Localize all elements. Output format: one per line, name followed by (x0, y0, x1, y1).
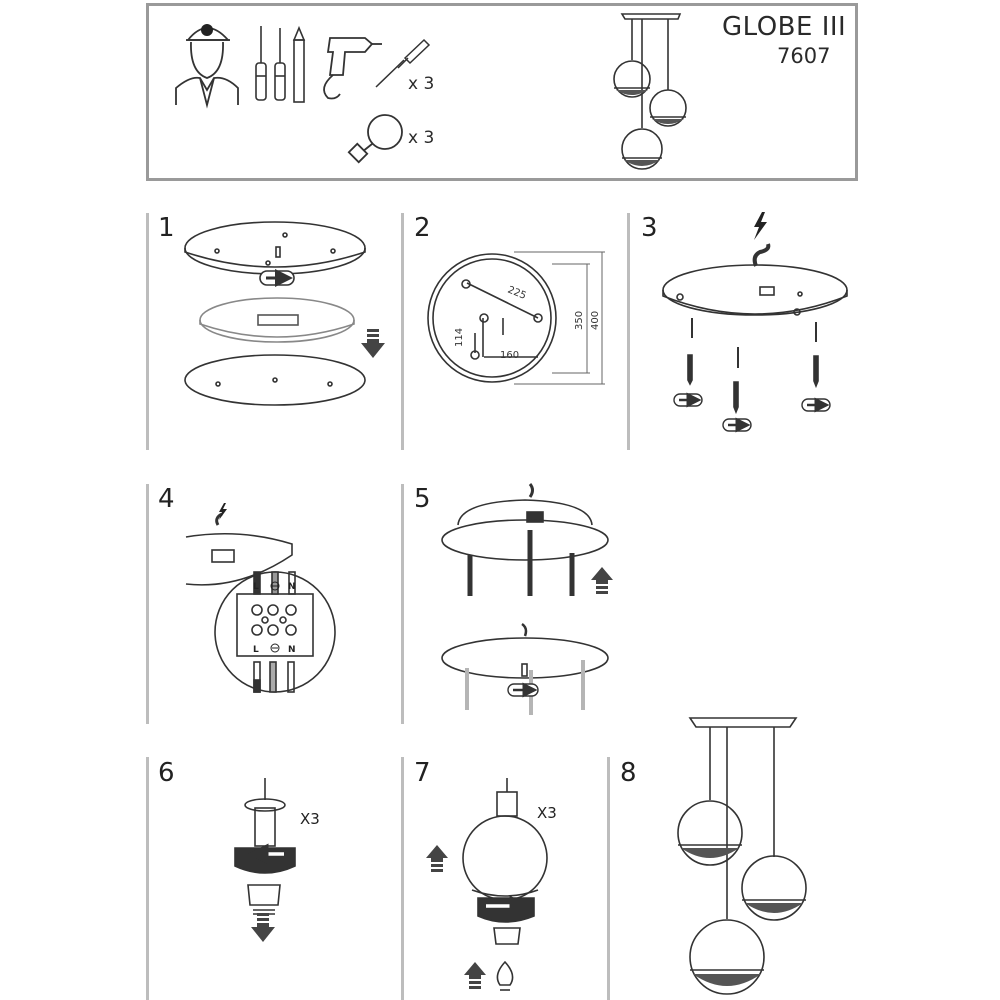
step-divider (627, 213, 630, 450)
step-number-4: 4 (158, 484, 175, 514)
screw-quantity: x 3 (408, 74, 435, 94)
terminal-label-n: N (288, 645, 296, 655)
dimension-350: 350 (574, 311, 585, 330)
up-arrow-icon (426, 845, 448, 872)
step-7-diagram (462, 778, 548, 991)
step-number-1: 1 (158, 213, 175, 243)
down-arrow-icon (251, 913, 275, 942)
step-divider (146, 213, 149, 450)
dimension-225: 225 (506, 285, 528, 302)
terminal-label-n: N (288, 582, 296, 592)
rotate-arrow-icon (722, 417, 752, 433)
light-bulb-icon (347, 114, 403, 164)
terminal-label-l: L (253, 645, 259, 655)
up-arrow-icon (464, 962, 486, 989)
step-divider (401, 484, 404, 724)
step-6-diagram (234, 778, 296, 915)
rotate-arrow-icon (259, 269, 295, 287)
step-1-diagram (184, 221, 366, 406)
product-title: GLOBE III (722, 12, 847, 42)
step-divider (146, 484, 149, 724)
step-2-diagram (427, 251, 605, 385)
step-divider (401, 213, 404, 450)
screwdriver-icon (274, 28, 286, 101)
electrician-icon (175, 24, 239, 109)
dimension-400: 400 (590, 311, 601, 330)
step-6-quantity: X3 (300, 810, 320, 828)
step-number-2: 2 (414, 213, 431, 243)
step-divider (607, 757, 610, 1000)
lightning-icon (754, 212, 767, 240)
drill-icon (323, 37, 382, 100)
step-7-quantity: X3 (537, 804, 557, 822)
step-number-7: 7 (414, 758, 431, 788)
step-divider (146, 757, 149, 1000)
dimension-160: 160 (500, 350, 519, 361)
screw-and-dowel-icon (375, 38, 431, 88)
terminal-label-l: L (253, 582, 259, 592)
rotate-arrow-icon (801, 397, 831, 413)
down-arrow-icon (361, 329, 385, 358)
step-number-5: 5 (414, 484, 431, 514)
dimension-114: 114 (454, 328, 465, 347)
rotate-arrow-icon (673, 392, 703, 408)
header-box (146, 3, 858, 181)
lightning-icon (219, 503, 227, 520)
step-8-diagram (677, 717, 807, 995)
product-code: 7607 (777, 44, 831, 68)
rotate-arrow-icon (507, 682, 539, 698)
step-3-diagram (662, 243, 848, 415)
step-divider (401, 757, 404, 1000)
bulb-quantity: x 3 (408, 128, 435, 148)
step-4-diagram (185, 512, 336, 693)
pencil-icon (292, 25, 306, 103)
step-number-6: 6 (158, 758, 175, 788)
step-5-diagram (441, 483, 609, 715)
screwdriver-icon (255, 26, 267, 101)
step-number-8: 8 (620, 758, 637, 788)
up-arrow-icon (591, 567, 613, 594)
ground-symbol-icon (270, 581, 280, 653)
step-number-3: 3 (641, 213, 658, 243)
pendant-lamp-icon (613, 13, 687, 170)
